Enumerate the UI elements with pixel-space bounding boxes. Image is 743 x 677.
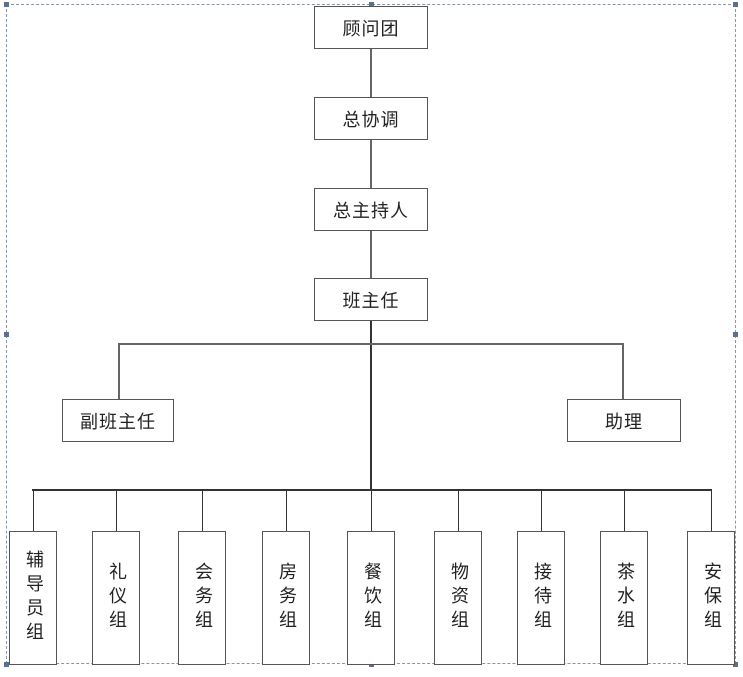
connector-to-assistant [622, 343, 624, 399]
node-label: 安保组 [701, 562, 722, 634]
node-tea-group[interactable]: 茶水组 [600, 531, 648, 665]
connector-to-reception-group [540, 489, 542, 531]
node-label: 总协调 [342, 109, 400, 131]
connector-to-tutor-group [32, 489, 34, 531]
node-label: 辅导员组 [23, 550, 44, 646]
resize-handle-top-center[interactable] [369, 2, 374, 7]
resize-handle-top-left[interactable] [4, 2, 9, 7]
resize-handle-middle-right[interactable] [733, 332, 738, 337]
connector-advisory-to-coordinator [370, 48, 372, 97]
node-deputy-class-director[interactable]: 副班主任 [62, 399, 174, 442]
node-chief-coordinator[interactable]: 总协调 [314, 97, 428, 140]
connector-to-catering-group [370, 489, 372, 531]
node-label: 茶水组 [614, 562, 635, 634]
connector-host-to-director [370, 230, 372, 278]
node-label: 房务组 [276, 562, 297, 634]
connector-to-supplies-group [457, 489, 459, 531]
resize-handle-bottom-right[interactable] [733, 662, 738, 667]
node-label: 总主持人 [333, 200, 409, 222]
connector-to-security-group [710, 489, 712, 531]
node-label: 班主任 [342, 290, 400, 312]
node-security-group[interactable]: 安保组 [687, 531, 735, 665]
node-assistant[interactable]: 助理 [567, 399, 681, 442]
connector-to-tea-group [623, 489, 625, 531]
resize-handle-top-right[interactable] [733, 2, 738, 7]
node-tutor-group[interactable]: 辅导员组 [9, 531, 57, 665]
node-class-director[interactable]: 班主任 [314, 278, 428, 321]
node-label: 物资组 [448, 562, 469, 634]
resize-handle-middle-left[interactable] [4, 332, 9, 337]
node-etiquette-group[interactable]: 礼仪组 [92, 531, 140, 665]
node-chief-host[interactable]: 总主持人 [314, 188, 428, 231]
node-catering-group[interactable]: 餐饮组 [347, 531, 395, 665]
connector-director-trunk [370, 320, 372, 490]
node-label: 餐饮组 [361, 562, 382, 634]
node-housing-group[interactable]: 房务组 [262, 531, 310, 665]
node-supplies-group[interactable]: 物资组 [434, 531, 482, 665]
node-reception-group[interactable]: 接待组 [517, 531, 565, 665]
connector-to-deputy [118, 343, 120, 399]
node-label: 会务组 [192, 562, 213, 634]
node-conference-group[interactable]: 会务组 [178, 531, 226, 665]
node-label: 副班主任 [80, 411, 156, 433]
resize-handle-bottom-left[interactable] [4, 662, 9, 667]
connector-to-housing-group [285, 489, 287, 531]
node-label: 助理 [605, 411, 643, 433]
node-advisory-group[interactable]: 顾问团 [314, 6, 428, 49]
node-label: 接待组 [531, 562, 552, 634]
connector-coordinator-to-host [370, 139, 372, 188]
node-label: 顾问团 [342, 18, 400, 40]
connector-side-bar [118, 343, 624, 345]
connector-to-conference-group [201, 489, 203, 531]
node-label: 礼仪组 [106, 562, 127, 634]
connector-to-etiquette-group [115, 489, 117, 531]
